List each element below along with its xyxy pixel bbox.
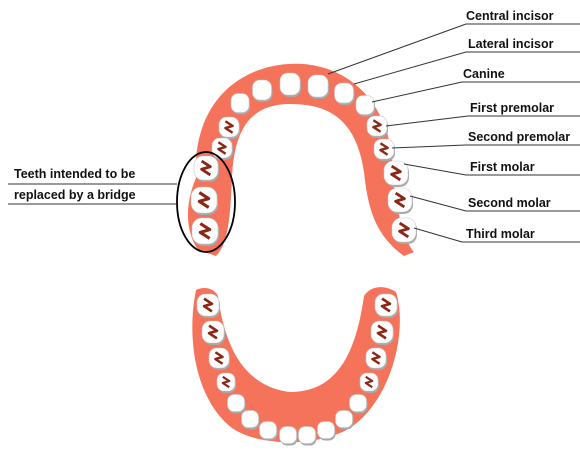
teeth — [191, 73, 417, 446]
label-lateral-incisor: Lateral incisor — [468, 37, 553, 52]
leader-segment — [414, 228, 462, 242]
leader-segment — [410, 196, 466, 211]
lower-lateral-incisor-left — [260, 422, 278, 441]
upper-second-molar-right — [388, 188, 413, 214]
lower-central-incisor-left — [280, 427, 298, 446]
label-canine: Canine — [463, 67, 505, 82]
lower-canine-right — [336, 411, 354, 430]
label-bridge-line-1: Teeth intended to be — [14, 167, 135, 182]
leader-canine — [372, 82, 580, 102]
label-second-molar: Second molar — [468, 196, 551, 211]
upper-second-premolar-left — [212, 138, 233, 160]
label-first-molar: First molar — [470, 160, 535, 175]
lower-first-premolar-right — [350, 395, 368, 414]
upper-lateral-incisor-left — [253, 80, 273, 102]
tooth-crown — [335, 83, 354, 103]
lower-central-incisor-right — [299, 427, 317, 446]
tooth-crown — [356, 96, 374, 115]
upper-second-molar-left — [191, 187, 218, 215]
lower-second-premolar-right — [360, 373, 379, 393]
tooth-crown — [228, 395, 245, 412]
lower-canine-left — [242, 411, 260, 430]
upper-first-premolar-left — [219, 117, 240, 139]
lower-lateral-incisor-right — [318, 422, 336, 441]
leader-segment — [328, 24, 466, 74]
upper-second-premolar-right — [374, 139, 395, 161]
leader-segment — [354, 52, 466, 84]
lower-second-molar-right — [371, 321, 394, 345]
label-third-molar: Third molar — [466, 227, 535, 242]
tooth-crown — [299, 427, 316, 444]
label-bridge-line-2: replaced by a bridge — [14, 188, 136, 203]
label-first-premolar: First premolar — [470, 101, 554, 116]
upper-central-incisor-right — [308, 75, 329, 99]
upper-third-molar-left — [192, 218, 219, 246]
leader-first-premolar — [386, 116, 580, 126]
upper-canine-left — [231, 94, 250, 115]
tooth-crown — [253, 80, 272, 100]
upper-lateral-incisor-right — [335, 83, 355, 105]
lower-first-molar-right — [366, 348, 387, 370]
tooth-crown — [336, 411, 353, 428]
label-second-premolar: Second premolar — [468, 130, 570, 145]
lower-third-molar-left — [197, 294, 220, 318]
tooth-crown — [242, 411, 259, 428]
leader-second-premolar — [392, 145, 580, 148]
tooth-crown — [318, 422, 335, 439]
lower-second-molar-left — [202, 321, 225, 345]
lower-second-premolar-left — [217, 373, 236, 393]
lower-first-molar-left — [209, 348, 230, 370]
leader-segment — [392, 145, 466, 148]
tooth-crown — [308, 75, 328, 97]
leader-segment — [386, 116, 468, 126]
upper-first-molar-left — [194, 156, 219, 182]
upper-canine-right — [356, 96, 375, 117]
label-central-incisor: Central incisor — [466, 9, 554, 24]
upper-third-molar-right — [392, 218, 417, 244]
lower-first-premolar-left — [228, 395, 246, 414]
upper-central-incisor-left — [280, 73, 301, 97]
upper-first-premolar-right — [367, 116, 388, 138]
leader-segment — [404, 164, 466, 175]
leader-segment — [372, 82, 462, 102]
tooth-crown — [231, 94, 249, 113]
upper-first-molar-right — [384, 161, 409, 187]
lower-third-molar-right — [375, 294, 398, 318]
tooth-crown — [280, 73, 300, 95]
tooth-crown — [280, 427, 297, 444]
tooth-crown — [350, 395, 367, 412]
tooth-crown — [260, 422, 277, 439]
